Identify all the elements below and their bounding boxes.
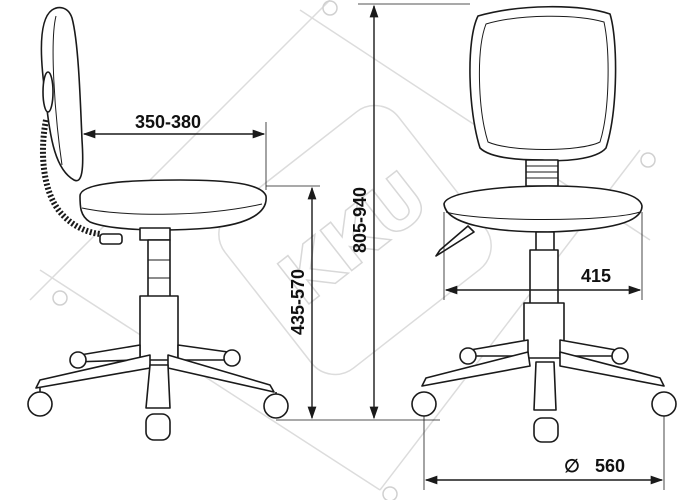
front-view-chair — [411, 5, 677, 443]
diameter-symbol: ∅ — [564, 456, 580, 476]
total-height-label: 805-940 — [350, 187, 370, 253]
side-seat — [79, 179, 267, 231]
dimension-lines — [82, 3, 665, 490]
front-seat — [443, 185, 643, 233]
side-view-chair — [27, 6, 289, 441]
base-diameter-label: 560 — [595, 456, 625, 476]
back-support-spring — [39, 119, 101, 237]
seat-width-label: 415 — [581, 266, 611, 286]
seat-height-label: 435-570 — [288, 269, 308, 335]
seat-depth-label: 350-380 — [135, 112, 201, 132]
front-backrest — [469, 5, 617, 162]
